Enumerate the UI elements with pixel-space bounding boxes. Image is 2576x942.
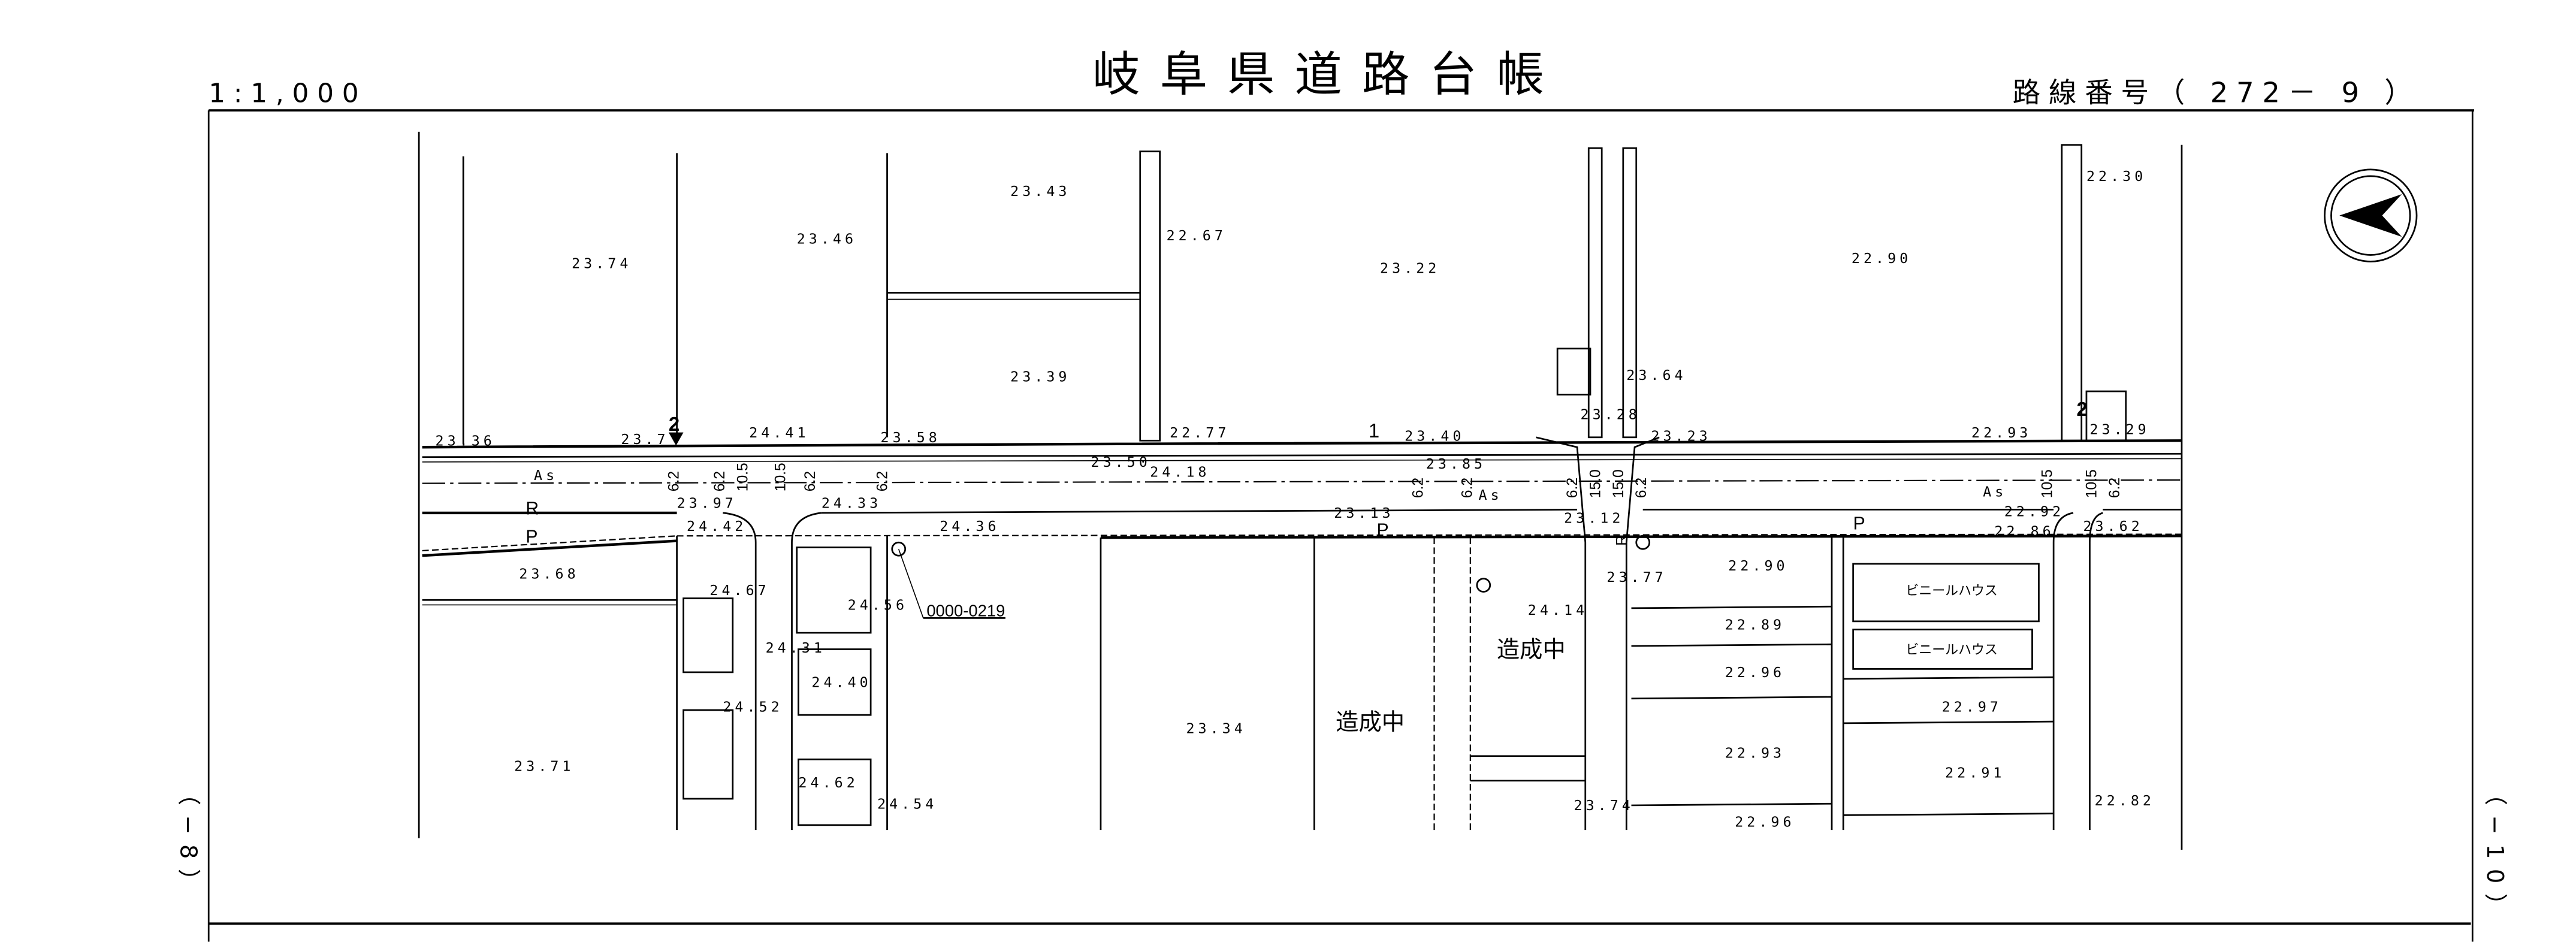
elevation-label: 23.85 — [1426, 456, 1486, 472]
elevation-label: 24.40 — [811, 675, 871, 691]
greenhouse-label: ビニールハウス — [1905, 583, 1997, 598]
elevation-label: 23.74 — [1574, 798, 1634, 814]
edge-label: P — [1853, 514, 1865, 533]
elevation-label: 22.90 — [1728, 558, 1788, 574]
surface-label: As — [534, 467, 558, 484]
dimension-label: 6.2 — [1565, 478, 1581, 498]
elevation-label: 22.93 — [1971, 425, 2031, 441]
section-marker: 2 — [669, 413, 680, 435]
elevation-label: 22.82 — [2095, 793, 2155, 809]
elevation-label: 24.56 — [848, 597, 908, 614]
construction-label: 造成中 — [1336, 709, 1405, 735]
elevation-labels: 23.74 23.46 23.43 22.67 23.22 22.90 22.30 23.39… — [436, 168, 2155, 831]
elevation-label: 22.86 — [1994, 523, 2054, 539]
elevation-label: 22.89 — [1725, 617, 1785, 633]
elevation-label: 24.36 — [940, 518, 999, 535]
elevation-label: 23.58 — [881, 430, 941, 446]
elevation-label: 22.96 — [1735, 814, 1795, 831]
elevation-label: 22.96 — [1725, 665, 1785, 681]
elevation-label: 24.42 — [687, 518, 747, 535]
dimension-label: 6.2 — [2107, 478, 2123, 498]
elevation-label: 23.97 — [677, 496, 737, 512]
dimension-label: 6.2 — [1633, 478, 1650, 498]
elevation-label: 24.54 — [877, 796, 937, 812]
elevation-label: 23.39 — [1010, 369, 1070, 385]
elevation-label: 23.36 — [436, 433, 496, 449]
surface-label: As — [1983, 484, 2007, 500]
surface-label: As — [1479, 487, 1503, 503]
dimension-label: 15.0 — [1611, 469, 1627, 498]
elevation-label: 24.33 — [822, 496, 881, 512]
elevation-label: 23.43 — [1010, 183, 1070, 200]
elevation-label: 23.50 — [1091, 454, 1150, 470]
north-arrow-icon — [2324, 168, 2418, 262]
elevation-label: 22.77 — [1170, 425, 1230, 441]
elevation-label: 23.62 — [2083, 518, 2143, 535]
elevation-label: 23.12 — [1564, 510, 1624, 526]
section-marker: 1 — [1369, 419, 1379, 442]
dimension-label: 6.2 — [1410, 478, 1426, 498]
elevation-label: 23.13 — [1334, 505, 1394, 521]
elevation-label: 24.18 — [1150, 464, 1210, 481]
elevation-label: 23.74 — [572, 255, 632, 271]
elevation-label: 23.29 — [2089, 421, 2149, 437]
elevation-label: 24.67 — [709, 582, 769, 599]
edge-label: R — [1614, 535, 1630, 546]
parcel-id-label: 0000-0219 — [926, 602, 1005, 620]
dimension-label: 10.5 — [735, 463, 751, 491]
elevation-label: 24.52 — [723, 699, 783, 715]
elevation-label: 23.23 — [1651, 428, 1711, 444]
dimension-label: 6.2 — [875, 471, 891, 491]
dimension-label: 15.0 — [1587, 469, 1603, 498]
edge-label: P — [526, 527, 537, 547]
dimension-label: 6.2 — [712, 471, 728, 491]
elevation-label: 23.34 — [1186, 720, 1246, 736]
elevation-label: 22.93 — [1725, 745, 1785, 761]
elevation-label: 22.30 — [2086, 168, 2146, 185]
elevation-label: 24.14 — [1528, 602, 1588, 618]
section-marker: 2 — [2077, 398, 2088, 420]
dimension-label: 10.5 — [773, 463, 789, 491]
dimension-label: 6.2 — [666, 471, 682, 491]
elevation-label: 22.90 — [1852, 250, 1911, 267]
route-number: 路線番号（ 272－ 9 ） — [2013, 76, 2421, 108]
elevation-label: 22.91 — [1945, 765, 2005, 781]
dimension-label: 10.5 — [2083, 469, 2100, 498]
construction-label: 造成中 — [1497, 637, 1566, 663]
elevation-label: 23.28 — [1581, 407, 1641, 423]
scale-label: 1:1,000 — [209, 78, 367, 108]
edge-label: R — [526, 499, 539, 519]
elevation-label: 23.7 — [621, 431, 669, 448]
edge-label: P — [1377, 520, 1389, 540]
dimension-label: 6.2 — [1460, 478, 1476, 498]
elevation-label: 23.71 — [514, 758, 574, 774]
elevation-label: 24.62 — [798, 775, 858, 791]
greenhouse-label: ビニールハウス — [1905, 642, 1997, 657]
elevation-label: 23.77 — [1606, 569, 1666, 585]
sheet-frame — [207, 109, 2475, 942]
elevation-label: 23.46 — [797, 231, 857, 247]
map-linework — [418, 131, 2183, 850]
left-sheet-ref: （−8） — [175, 783, 202, 902]
elevation-label: 24.41 — [749, 425, 809, 441]
elevation-label: 22.67 — [1167, 228, 1227, 244]
elevation-label: 23.64 — [1626, 367, 1686, 384]
elevation-label: 23.68 — [519, 566, 579, 582]
elevation-label: 24.31 — [766, 640, 826, 656]
elevation-label: 22.97 — [1942, 699, 2002, 715]
dimension-label: 6.2 — [802, 471, 819, 491]
right-sheet-ref: （−10） — [2481, 783, 2508, 926]
elevation-label: 23.40 — [1405, 428, 1464, 444]
dimension-labels: 6.2 6.2 10.5 10.5 6.2 6.2 6.2 6.2 15.0 15.0 6.2 6.2… — [666, 463, 2122, 498]
dimension-label: 10.5 — [2039, 469, 2055, 498]
elevation-label: 22.92 — [2004, 503, 2064, 520]
elevation-label: 23.22 — [1380, 261, 1440, 277]
page-title: 岐阜県道路台帳 — [1092, 46, 1564, 102]
